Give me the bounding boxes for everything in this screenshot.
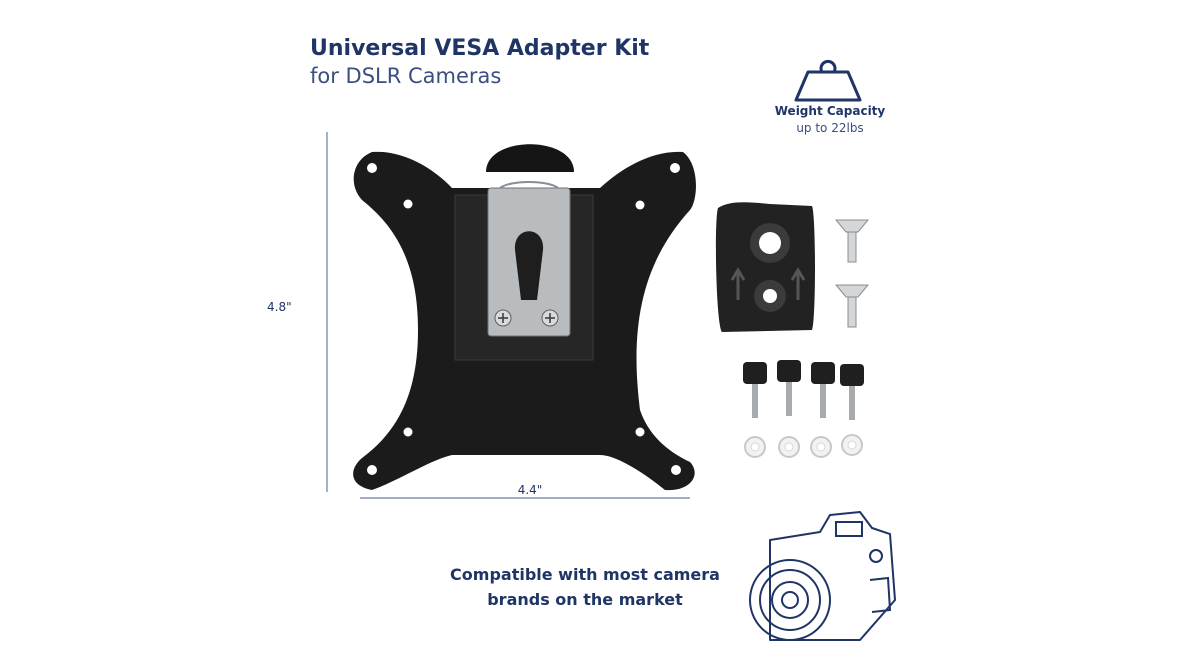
weight-icon (794, 59, 862, 102)
camera-mount-pad (715, 202, 815, 332)
camera-icon (749, 511, 896, 641)
page-title: Universal VESA Adapter Kit (310, 36, 650, 61)
height-dimension-label: 4.8" (267, 300, 292, 314)
width-dimension-label: 4.4" (517, 483, 543, 497)
silver-screws (834, 219, 870, 328)
compatibility-line-1: Compatible with most camera (450, 565, 720, 584)
weight-capacity-label: Weight Capacity (774, 104, 886, 118)
weight-capacity-value: up to 22lbs (796, 121, 864, 135)
thumb-screws (743, 360, 864, 420)
washers (744, 434, 863, 458)
compatibility-line-2: brands on the market (487, 590, 683, 609)
vesa-plate (353, 144, 696, 491)
compatibility-text: Compatible with most camera brands on th… (430, 562, 740, 612)
page-subtitle: for DSLR Cameras (310, 64, 502, 88)
